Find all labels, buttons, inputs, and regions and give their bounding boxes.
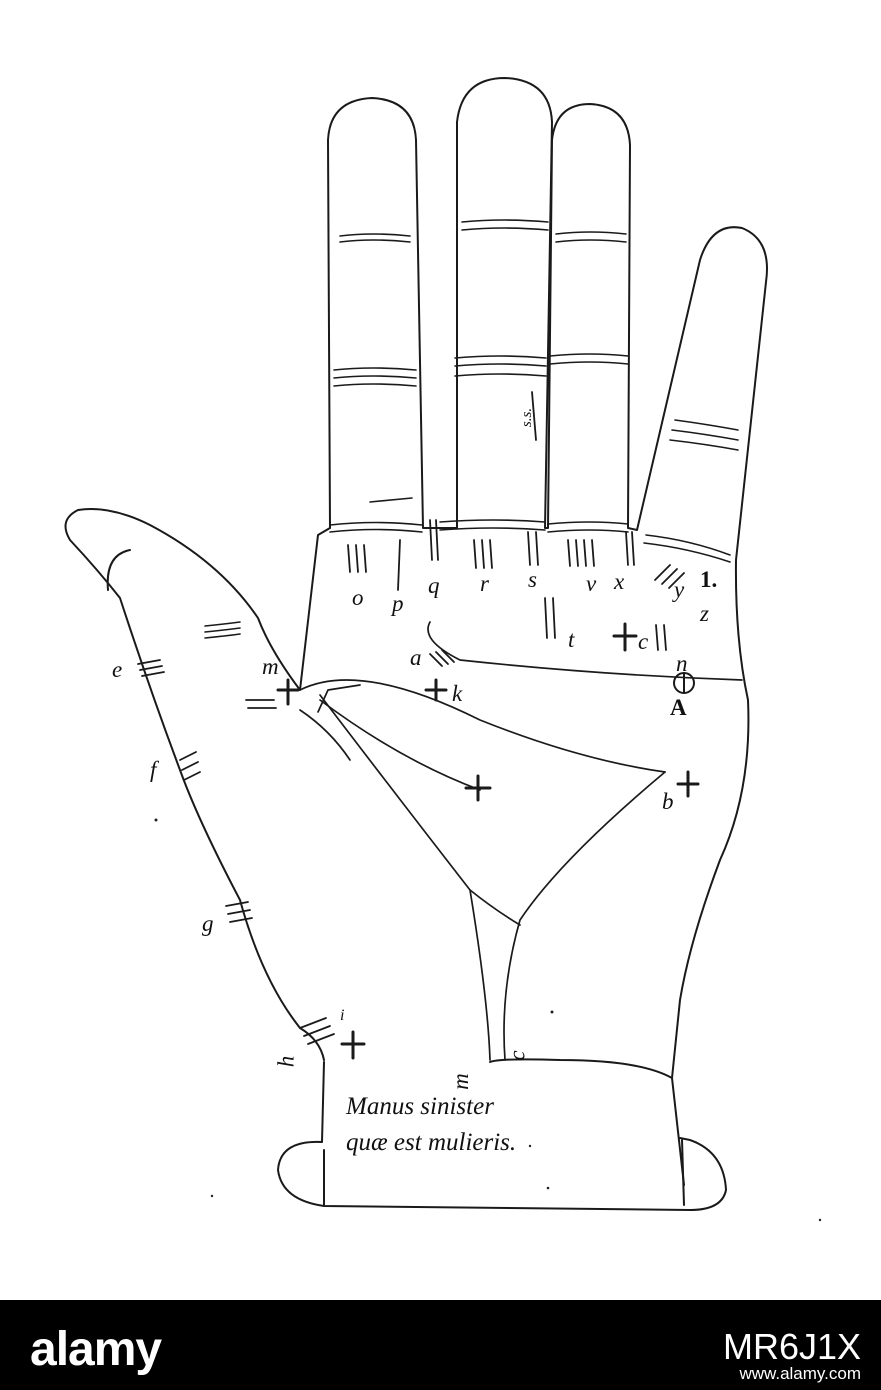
palmistry-plate: o p q r s v x y z 1. t c n A a k m e f g… (0, 0, 881, 1300)
label-ss: s.s. (519, 407, 536, 428)
label-q: q (428, 573, 440, 598)
label-c-wrist: c (504, 1050, 530, 1061)
caption-line-1: Manus sinister (346, 1093, 494, 1120)
label-v: v (586, 571, 597, 596)
label-c: c (638, 629, 649, 654)
label-z: z (700, 601, 709, 626)
label-m-wrist: m (447, 1073, 473, 1090)
label-g: g (202, 911, 214, 936)
circle-mark (673, 672, 695, 694)
finger-creases (204, 219, 739, 639)
label-p: p (392, 591, 404, 616)
label-one: 1. (700, 567, 718, 592)
label-a: a (410, 645, 422, 670)
label-x: x (614, 569, 625, 594)
label-o: o (352, 585, 364, 610)
label-b: b (662, 789, 674, 814)
hand-drawing (64, 77, 822, 1222)
hatch-marks (137, 391, 685, 1045)
caption-line-2: quæ est mulieris. (346, 1129, 517, 1156)
label-t: t (568, 627, 575, 652)
label-s: s (528, 567, 537, 592)
palm-lines (299, 621, 743, 1061)
label-r: r (480, 571, 489, 596)
cross-marks (276, 622, 700, 1060)
watermark-logo: alamy (30, 1323, 162, 1376)
label-f: f (150, 757, 157, 782)
label-n: n (676, 651, 688, 676)
speckles (154, 818, 822, 1222)
label-e: e (112, 657, 123, 682)
label-h: h (273, 1055, 299, 1068)
label-i: i (340, 1007, 345, 1024)
label-A: A (670, 695, 687, 720)
watermark-bar (0, 1300, 881, 1390)
label-y: y (674, 577, 685, 602)
label-m-top: m (262, 654, 279, 679)
thumb-nail (106, 549, 131, 591)
watermark-image-id: MR6J1X (722, 1326, 861, 1367)
label-k: k (452, 681, 463, 706)
hand-outline (64, 77, 768, 1186)
watermark-url: www.alamy.com (739, 1364, 861, 1383)
